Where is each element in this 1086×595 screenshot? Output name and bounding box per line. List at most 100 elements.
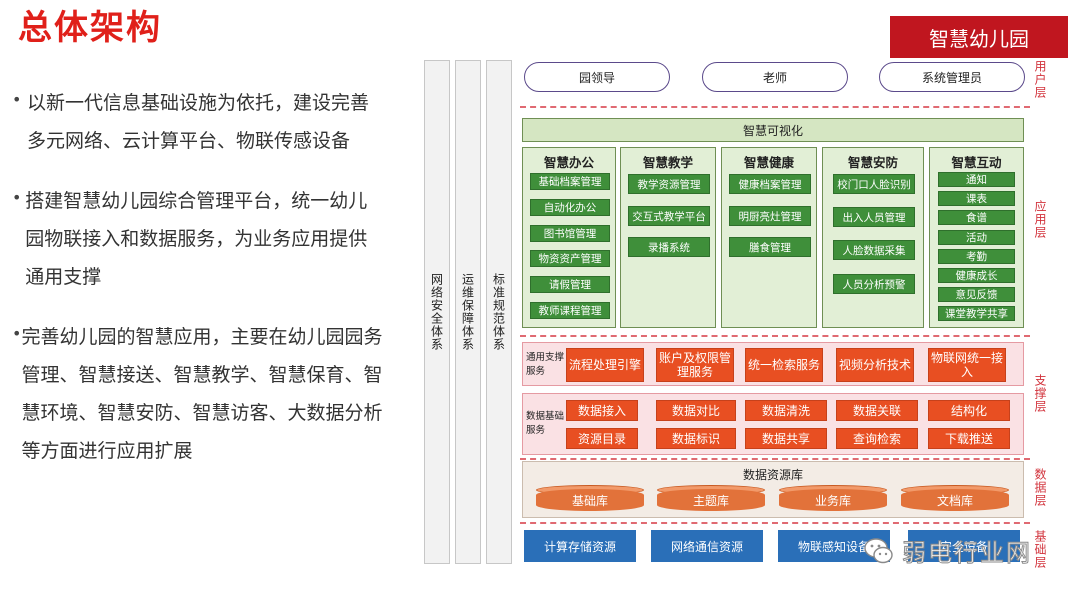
app-item: 食谱 (938, 210, 1015, 225)
support-item: 查询检索 (836, 428, 918, 449)
app-item: 物资资产管理 (530, 250, 610, 267)
layer-label-app: 应用层 (1033, 200, 1047, 239)
app-item: 校门口人脸识别 (833, 174, 915, 194)
support-item: 结构化 (928, 400, 1010, 421)
base-item: 物联感知设备 (778, 530, 890, 562)
wechat-icon (862, 534, 896, 568)
app-column-health: 智慧健康 健康档案管理 明厨亮灶管理 膳食管理 (721, 147, 817, 328)
common-support-label: 通用支撑服务 (526, 352, 565, 377)
app-column-office: 智慧办公 基础档案管理 自动化办公 图书馆管理 物资资产管理 请假管理 教师课程… (522, 147, 616, 328)
database-cylinder: 基础库 (536, 485, 644, 512)
support-item: 流程处理引擎 (566, 348, 644, 382)
app-item: 交互式教学平台 (628, 206, 710, 226)
bar-label: 标准规范体系 (491, 273, 506, 351)
brand-badge: 智慧幼儿园 (890, 16, 1068, 58)
common-support-box: 通用支撑服务 流程处理引擎 账户及权限管理服务 统一检索服务 视频分析技术 物联… (522, 342, 1024, 386)
bar-label: 网络安全体系 (429, 273, 444, 351)
app-item: 课表 (938, 191, 1015, 206)
bullet-item: • 以新一代信息基础设施为依托，建设完善多元网络、云计算平台、物联传感设备 (12, 84, 384, 160)
app-column-title: 智慧教学 (642, 155, 693, 170)
data-support-box: 数据基础服务 数据接入 数据对比 数据清洗 数据关联 结构化 资源目录 数据标识… (522, 393, 1024, 455)
layer-label-support: 支撑层 (1033, 374, 1047, 413)
app-item: 课堂教学共享 (938, 306, 1015, 321)
database-label: 基础库 (536, 489, 644, 511)
app-column-title: 智慧互动 (951, 155, 1002, 170)
layer-divider (520, 458, 1030, 460)
app-column-title: 智慧健康 (743, 155, 794, 170)
app-item: 活动 (938, 230, 1015, 245)
app-column-title: 智慧安防 (847, 155, 898, 170)
app-item: 明厨亮灶管理 (729, 206, 811, 226)
standards-bar: 标准规范体系 (486, 60, 512, 564)
database-label: 主题库 (657, 489, 765, 511)
visualization-bar: 智慧可视化 (522, 118, 1024, 142)
app-item: 人脸数据采集 (833, 240, 915, 260)
database-cylinder: 业务库 (779, 485, 887, 512)
page-title: 总体架构 (18, 8, 162, 48)
base-item: 计算存储资源 (524, 530, 636, 562)
layer-divider (520, 335, 1030, 337)
support-item: 账户及权限管理服务 (656, 348, 734, 382)
bar-label: 运维保障体系 (460, 273, 475, 351)
app-item: 自动化办公 (530, 199, 610, 216)
watermark: 弱电行业网 (862, 533, 1032, 568)
bullet-item: • 搭建智慧幼儿园综合管理平台，统一幼儿园物联接入和数据服务，为业务应用提供通用… (12, 182, 384, 296)
app-item: 人员分析预警 (833, 274, 915, 294)
bullet-text: 以新一代信息基础设施为依托，建设完善多元网络、云计算平台、物联传感设备 (27, 92, 370, 152)
app-item: 出入人员管理 (833, 207, 915, 227)
support-item: 视频分析技术 (836, 348, 914, 382)
user-teacher: 老师 (702, 62, 848, 92)
support-item: 数据标识 (656, 428, 736, 449)
base-item: 网络通信资源 (651, 530, 763, 562)
support-item: 下载推送 (928, 428, 1010, 449)
app-item: 基础档案管理 (530, 173, 610, 190)
data-support-label: 数据基础服务 (526, 411, 565, 436)
base-item: 安全设备 (908, 530, 1020, 562)
support-item: 统一检索服务 (745, 348, 823, 382)
app-item: 录播系统 (628, 237, 710, 257)
bullet-text: 完善幼儿园的智慧应用，主要在幼儿园园务管理、智慧接送、智慧教学、智慧保育、智慧环… (21, 326, 383, 462)
app-item: 请假管理 (530, 276, 610, 293)
support-item: 资源目录 (566, 428, 638, 449)
watermark-text: 弱电行业网 (902, 539, 1032, 568)
app-item: 意见反馈 (938, 287, 1015, 302)
support-item: 数据关联 (836, 400, 918, 421)
app-column-teaching: 智慧教学 教学资源管理 交互式教学平台 录播系统 (620, 147, 716, 328)
bullet-list: • 以新一代信息基础设施为依托，建设完善多元网络、云计算平台、物联传感设备 • … (12, 84, 384, 492)
app-item: 膳食管理 (729, 237, 811, 257)
bullet-dot-icon: • (12, 188, 22, 207)
app-column-title: 智慧办公 (543, 155, 594, 170)
app-item: 教师课程管理 (530, 302, 610, 319)
layer-label-user: 用户层 (1033, 60, 1047, 99)
database-cylinder: 文档库 (901, 485, 1009, 512)
data-resource-title: 数据资源库 (742, 468, 803, 482)
support-item: 数据共享 (745, 428, 827, 449)
app-item: 健康成长 (938, 268, 1015, 283)
app-column-interaction: 智慧互动 通知 课表 食谱 活动 考勤 健康成长 意见反馈 课堂教学共享 (929, 147, 1024, 328)
app-item: 考勤 (938, 249, 1015, 264)
app-item: 通知 (938, 172, 1015, 187)
app-item: 图书馆管理 (530, 225, 610, 242)
user-principal: 园领导 (524, 62, 670, 92)
support-item: 物联网统一接入 (928, 348, 1006, 382)
bullet-text: 搭建智慧幼儿园综合管理平台，统一幼儿园物联接入和数据服务，为业务应用提供通用支撑 (25, 190, 368, 288)
bullet-item: • 完善幼儿园的智慧应用，主要在幼儿园园务管理、智慧接送、智慧教学、智慧保育、智… (12, 318, 384, 470)
layer-label-data: 数据层 (1033, 468, 1047, 507)
app-item: 健康档案管理 (729, 174, 811, 194)
support-item: 数据清洗 (745, 400, 827, 421)
layer-divider (520, 522, 1030, 524)
support-item: 数据对比 (656, 400, 736, 421)
support-item: 数据接入 (566, 400, 638, 421)
user-sysadmin: 系统管理员 (879, 62, 1025, 92)
app-column-security: 智慧安防 校门口人脸识别 出入人员管理 人脸数据采集 人员分析预警 (822, 147, 924, 328)
network-security-bar: 网络安全体系 (424, 60, 450, 564)
app-item: 教学资源管理 (628, 174, 710, 194)
bullet-dot-icon: • (12, 90, 22, 109)
layer-divider (520, 106, 1030, 108)
database-cylinder: 主题库 (657, 485, 765, 512)
database-label: 文档库 (901, 489, 1009, 511)
database-label: 业务库 (779, 489, 887, 511)
bullet-dot-icon: • (12, 324, 22, 343)
layer-label-base: 基础层 (1033, 530, 1047, 569)
ops-assurance-bar: 运维保障体系 (455, 60, 481, 564)
